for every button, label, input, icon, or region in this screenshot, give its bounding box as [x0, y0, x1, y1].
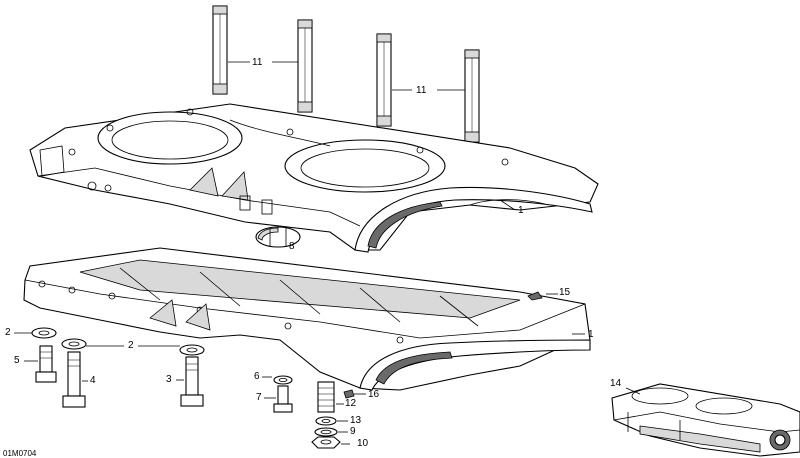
callout-10: 10	[357, 438, 369, 449]
upper-crankcase	[29, 103, 599, 253]
callout-7: 7	[256, 392, 262, 403]
bolt-4	[62, 351, 86, 408]
stud-3	[376, 33, 392, 127]
washer-left	[31, 327, 57, 339]
callout-1-lower-case: 1	[588, 329, 594, 340]
bolt-7	[273, 385, 293, 413]
callout-13: 13	[350, 415, 362, 426]
washer-13	[315, 416, 337, 426]
callout-16: 16	[368, 389, 380, 400]
figure-code: 01M0704	[3, 449, 37, 458]
stud-1	[212, 5, 228, 95]
callout-11-upper: 11	[252, 57, 263, 68]
bolt-3	[180, 356, 204, 407]
callout-11-lower: 11	[416, 85, 427, 96]
washer-middle	[61, 338, 87, 350]
callout-6: 6	[254, 371, 260, 382]
callout-15: 15	[559, 287, 571, 298]
bearing-shell-set	[255, 226, 301, 248]
stud-4	[464, 49, 480, 143]
lower-crankcase	[23, 247, 591, 391]
nut-10	[311, 436, 341, 449]
callout-2-middle: 2	[128, 340, 134, 351]
callout-3: 3	[166, 374, 172, 385]
plug-16	[343, 389, 355, 399]
stud-12	[317, 381, 335, 413]
washer-right	[179, 344, 205, 356]
callout-4: 4	[90, 375, 96, 386]
stud-2	[297, 19, 313, 113]
callout-12: 12	[345, 398, 357, 409]
callout-14: 14	[610, 378, 622, 389]
washer-9	[314, 427, 338, 437]
assembled-crankcase-inset	[611, 383, 800, 457]
dowel-pin	[527, 291, 543, 301]
callout-8: 8	[289, 241, 295, 252]
callout-9: 9	[350, 426, 356, 437]
washer-6	[273, 375, 293, 385]
bolt-5	[35, 345, 57, 383]
callout-2-left: 2	[5, 327, 11, 338]
callout-1-upper-case: 1	[518, 205, 524, 216]
callout-5: 5	[14, 355, 20, 366]
